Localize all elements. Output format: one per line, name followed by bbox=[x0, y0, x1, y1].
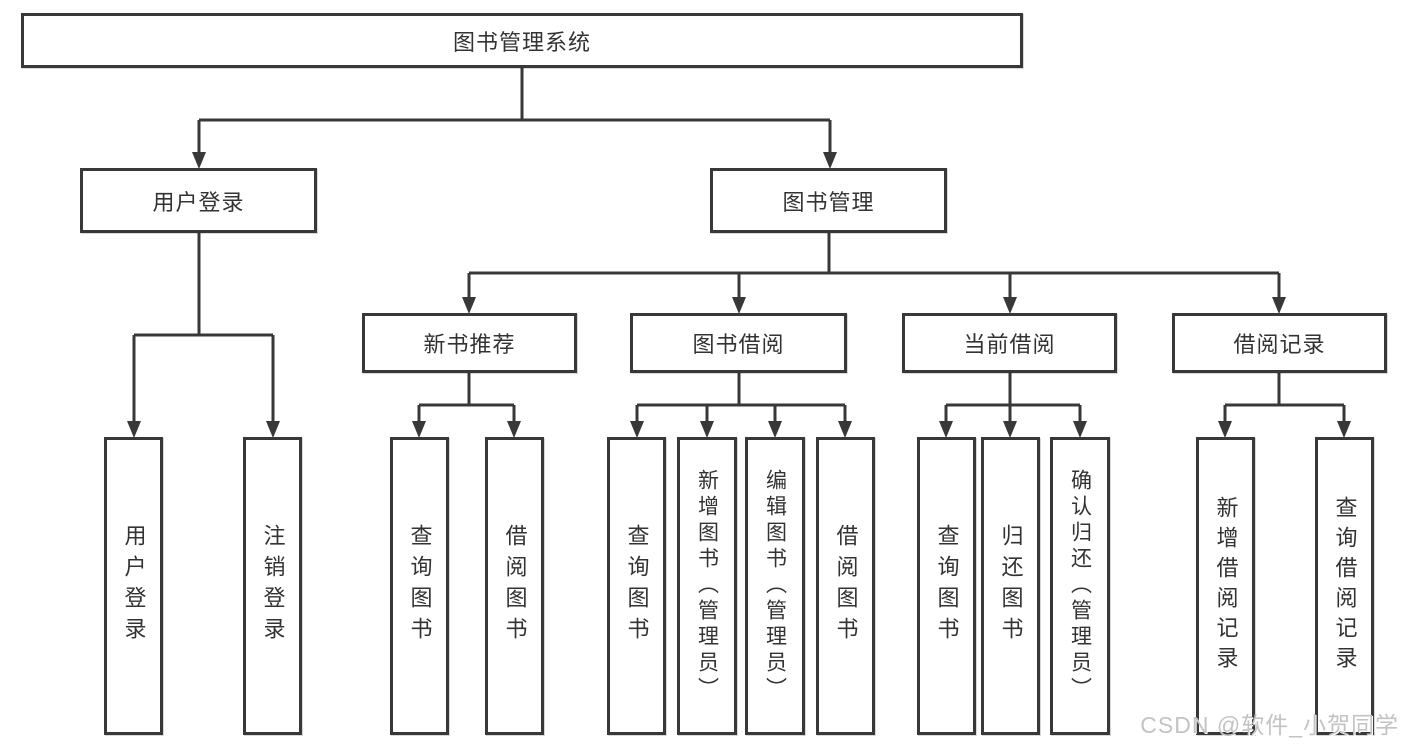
leaf-borrowing-query-label: 查询图书 bbox=[624, 524, 650, 648]
leaf-user-login: 用户登录 bbox=[104, 437, 163, 735]
leaf-borrowing-query: 查询图书 bbox=[607, 437, 666, 735]
node-borrowing: 图书借阅 bbox=[630, 313, 847, 373]
leaf-records-add-label: 新增借阅记录 bbox=[1213, 496, 1239, 676]
leaf-newbooks-borrow-label: 借阅图书 bbox=[502, 524, 528, 648]
leaf-current-return-label: 归还图书 bbox=[998, 524, 1024, 648]
leaf-current-return: 归还图书 bbox=[981, 437, 1040, 735]
node-new-books: 新书推荐 bbox=[362, 313, 577, 373]
leaf-records-add: 新增借阅记录 bbox=[1196, 437, 1255, 735]
node-new-books-label: 新书推荐 bbox=[423, 332, 516, 357]
node-borrowing-label: 图书借阅 bbox=[692, 332, 785, 357]
node-root: 图书管理系统 bbox=[21, 13, 1023, 68]
csdn-watermark: CSDN @软件_小贺同学 bbox=[1140, 712, 1399, 738]
leaf-borrowing-borrow-label: 借阅图书 bbox=[833, 524, 859, 648]
node-user-login-label: 用户登录 bbox=[152, 189, 245, 215]
leaf-logout-label: 注销登录 bbox=[260, 524, 286, 648]
node-book-mgmt-label: 图书管理 bbox=[782, 189, 875, 215]
node-current-borrow: 当前借阅 bbox=[902, 313, 1117, 373]
leaf-borrowing-edit: 编辑图书（管理员） bbox=[745, 437, 805, 735]
leaf-records-query-label: 查询借阅记录 bbox=[1332, 496, 1358, 676]
leaf-current-confirm-label: 确认归还（管理员） bbox=[1068, 469, 1092, 703]
leaf-current-confirm: 确认归还（管理员） bbox=[1050, 437, 1110, 735]
leaf-borrowing-add: 新增图书（管理员） bbox=[677, 437, 737, 735]
node-book-mgmt: 图书管理 bbox=[710, 168, 947, 233]
leaf-borrowing-edit-label: 编辑图书（管理员） bbox=[763, 469, 787, 703]
leaf-current-query: 查询图书 bbox=[917, 437, 976, 735]
leaf-records-query: 查询借阅记录 bbox=[1315, 437, 1374, 735]
leaf-newbooks-query-label: 查询图书 bbox=[407, 524, 433, 648]
leaf-logout: 注销登录 bbox=[243, 437, 302, 735]
node-current-borrow-label: 当前借阅 bbox=[963, 332, 1056, 357]
leaf-current-query-label: 查询图书 bbox=[934, 524, 960, 648]
node-borrow-records-label: 借阅记录 bbox=[1233, 332, 1326, 357]
node-borrow-records: 借阅记录 bbox=[1172, 313, 1387, 373]
node-root-label: 图书管理系统 bbox=[452, 29, 591, 55]
node-user-login: 用户登录 bbox=[80, 168, 317, 233]
leaf-borrowing-add-label: 新增图书（管理员） bbox=[695, 469, 719, 703]
leaf-newbooks-query: 查询图书 bbox=[390, 437, 449, 735]
leaf-newbooks-borrow: 借阅图书 bbox=[485, 437, 544, 735]
leaf-borrowing-borrow: 借阅图书 bbox=[816, 437, 875, 735]
leaf-user-login-label: 用户登录 bbox=[121, 524, 147, 648]
